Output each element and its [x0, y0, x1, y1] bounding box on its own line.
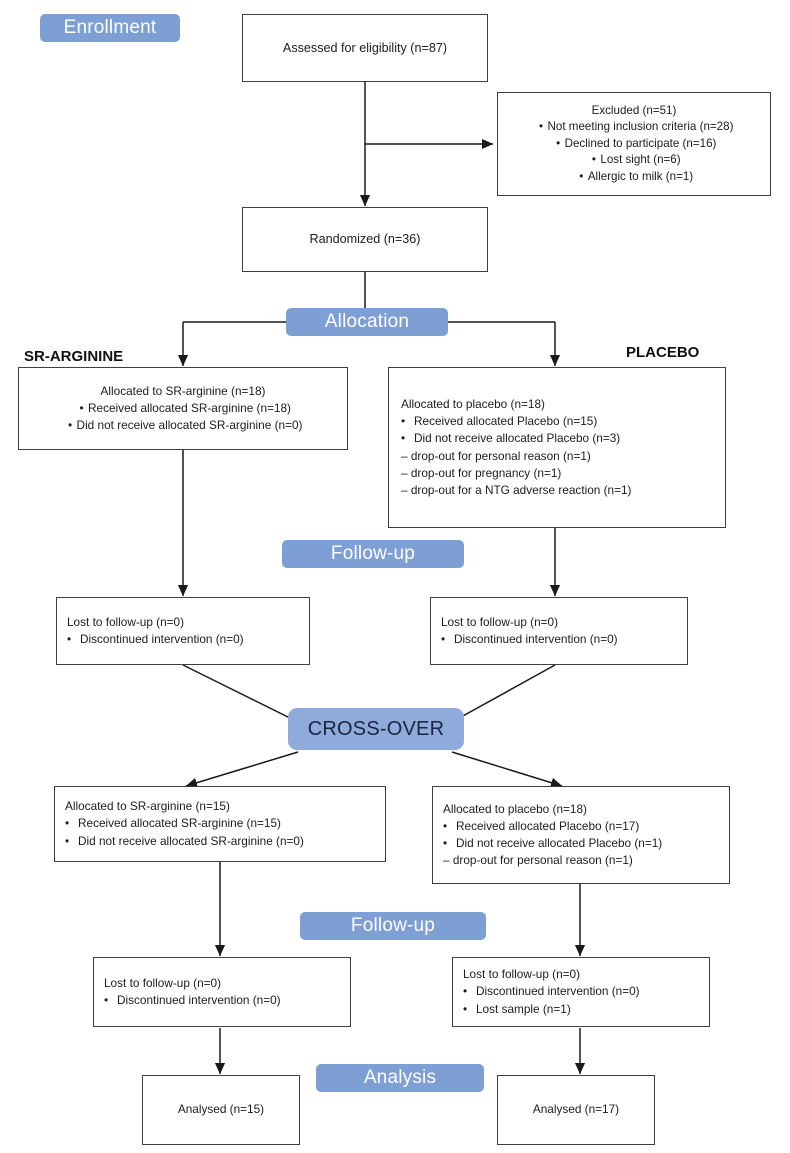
node-analysed-left-heading: Analysed (n=15)	[177, 1102, 265, 1117]
arm-label-sr-arginine: SR-ARGININE	[24, 348, 124, 365]
node-followup-right-2-bullet-1: •Lost sample (n=1)	[463, 1001, 571, 1016]
node-excluded-bullet-0: •Not meeting inclusion criteria (n=28)	[539, 120, 734, 134]
node-assessed-heading: Assessed for eligibility (n=87)	[282, 40, 448, 55]
node-excluded-heading: Excluded (n=51)	[591, 103, 677, 117]
node-alloc-right-1-bullet-0: •Received allocated Placebo (n=15)	[401, 414, 598, 429]
node-allocated-sr-arginine-1: Allocated to SR-arginine (n=18) •Receive…	[18, 367, 348, 450]
node-followup-placebo-1: Lost to follow-up (n=0) •Discontinued in…	[430, 597, 688, 665]
node-analysed-sr-arginine: Analysed (n=15)	[142, 1075, 300, 1145]
node-allocated-sr-arginine-2: Allocated to SR-arginine (n=15) •Receive…	[54, 786, 386, 862]
node-allocated-placebo-2: Allocated to placebo (n=18) •Received al…	[432, 786, 730, 884]
node-alloc-left-2-bullet-0: •Received allocated SR-arginine (n=15)	[65, 816, 281, 831]
stage-badge-allocation: Allocation	[286, 308, 448, 336]
stage-badge-enrollment: Enrollment	[40, 14, 180, 42]
node-followup-right-2-bullet-0: •Discontinued intervention (n=0)	[463, 984, 640, 999]
node-followup-right-2-heading: Lost to follow-up (n=0)	[463, 967, 581, 982]
stage-badge-followup-1: Follow-up	[282, 540, 464, 568]
stage-badge-analysis-label: Analysis	[363, 1067, 437, 1088]
node-alloc-right-2-heading: Allocated to placebo (n=18)	[443, 801, 587, 816]
node-followup-left-1-heading: Lost to follow-up (n=0)	[67, 614, 185, 629]
node-alloc-right-1-dash-0: – drop-out for personal reason (n=1)	[401, 448, 591, 463]
node-allocated-placebo-1: Allocated to placebo (n=18) •Received al…	[388, 367, 726, 528]
stage-badge-followup-2-label: Follow-up	[350, 915, 436, 936]
node-alloc-right-2-bullet-1: •Did not receive allocated Placebo (n=1)	[443, 836, 663, 850]
node-randomized: Randomized (n=36)	[242, 207, 488, 272]
node-excluded-bullet-2: •Lost sight (n=6)	[591, 153, 681, 167]
node-followup-sr-arginine-2: Lost to follow-up (n=0) •Discontinued in…	[93, 957, 351, 1027]
node-analysed-right-heading: Analysed (n=17)	[532, 1102, 620, 1117]
stage-badge-analysis: Analysis	[316, 1064, 484, 1092]
node-assessed-for-eligibility: Assessed for eligibility (n=87)	[242, 14, 488, 82]
node-alloc-right-1-heading: Allocated to placebo (n=18)	[401, 397, 545, 412]
node-alloc-left-1-heading: Allocated to SR-arginine (n=18)	[100, 383, 266, 398]
node-analysed-placebo: Analysed (n=17)	[497, 1075, 655, 1145]
node-alloc-right-1-dash-2: – drop-out for a NTG adverse reaction (n…	[401, 482, 632, 497]
node-excluded: Excluded (n=51) •Not meeting inclusion c…	[497, 92, 771, 196]
node-followup-right-1-bullet-0: •Discontinued intervention (n=0)	[441, 632, 618, 646]
node-followup-left-1-bullet-0: •Discontinued intervention (n=0)	[67, 632, 244, 646]
node-followup-left-2-bullet-0: •Discontinued intervention (n=0)	[104, 993, 281, 1007]
node-alloc-left-1-bullet-1: •Did not receive allocated SR-arginine (…	[67, 418, 303, 433]
stage-badge-followup-2: Follow-up	[300, 912, 486, 940]
stage-badge-enrollment-label: Enrollment	[63, 17, 157, 38]
stage-badge-allocation-label: Allocation	[324, 311, 410, 332]
node-alloc-right-1-bullet-1: •Did not receive allocated Placebo (n=3)	[401, 431, 621, 446]
node-alloc-right-2-bullet-0: •Received allocated Placebo (n=17)	[443, 818, 640, 833]
node-followup-placebo-2: Lost to follow-up (n=0) •Discontinued in…	[452, 957, 710, 1027]
stage-badge-followup-1-label: Follow-up	[330, 543, 416, 564]
arm-label-placebo: PLACEBO	[626, 344, 700, 361]
node-alloc-left-2-bullet-1: •Did not receive allocated SR-arginine (…	[65, 833, 304, 848]
stage-badge-crossover-label: CROSS-OVER	[307, 717, 445, 740]
node-alloc-right-1-dash-1: – drop-out for pregnancy (n=1)	[401, 465, 562, 480]
node-excluded-bullet-1: •Declined to participate (n=16)	[556, 136, 717, 150]
node-followup-right-1-heading: Lost to follow-up (n=0)	[441, 614, 559, 629]
node-followup-left-2-heading: Lost to follow-up (n=0)	[104, 975, 222, 990]
node-alloc-right-2-dash-0: – drop-out for personal reason (n=1)	[443, 853, 633, 868]
node-alloc-left-1-bullet-0: •Received allocated SR-arginine (n=18)	[79, 400, 291, 415]
node-alloc-left-2-heading: Allocated to SR-arginine (n=15)	[65, 799, 230, 814]
node-excluded-bullet-3: •Allergic to milk (n=1)	[579, 169, 694, 183]
node-followup-sr-arginine-1: Lost to follow-up (n=0) •Discontinued in…	[56, 597, 310, 665]
stage-badge-crossover: CROSS-OVER	[288, 708, 464, 750]
node-randomized-heading: Randomized (n=36)	[309, 232, 421, 247]
